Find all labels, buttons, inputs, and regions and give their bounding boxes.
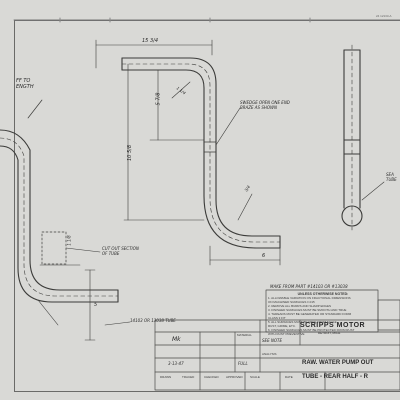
notes-block: UNLESS OTHERWISE NOTED: 1. ALLOWABLE VAR… [268, 292, 378, 336]
note-line: 1. ALLOWABLE VARIATION ON FRACTIONAL DIM… [268, 296, 351, 300]
note-line: 6. FINISHED SURFACES MUST BE PROTECTED F… [268, 328, 355, 332]
note-line: 2. REMOVE ALL BURRS AND SHARP EDGES [268, 304, 332, 308]
drawn-by: Mk [172, 336, 181, 343]
swedge-label: SWEDGE OPEN ONE END BRAZE AS SHOWN [240, 100, 290, 110]
swedge-line2: BRAZE AS SHOWN [240, 105, 277, 110]
part-title-line2: TUBE - REAR HALF - R [302, 374, 368, 380]
make-from-label: MAKE FROM PART #14103 OR #13038 [270, 284, 348, 289]
note-line: 5. ALL SURFACES MUST BE FREE FROM SCALE, [268, 320, 338, 324]
note-line: ON MACHINED SURFACES ±.015 [268, 300, 315, 304]
dim-bottom-width: 6 [262, 253, 266, 259]
notes-title: UNLESS OTHERWISE NOTED: [297, 292, 349, 296]
cut-out-line1: CUT OUT SECTION [102, 246, 139, 251]
part-title-line1: RAW. WATER PUMP OUT [302, 360, 374, 366]
cut-to-length-line2: ENGTH [16, 84, 34, 90]
dim-left-radius: 1 1/8 [66, 235, 72, 246]
note-line: 4. THREADS MUST BE GENERATED OR STANDARD… [268, 312, 352, 316]
left-tube-view [0, 99, 131, 341]
cut-to-length-label: FF TO ENGTH [16, 78, 34, 90]
note-line: CLASS 3 FIT [268, 316, 286, 320]
note-line: WITH RUST PREVENTIVE [268, 332, 305, 336]
company-sub: DETROIT, MICH. [318, 331, 341, 335]
tube-spec-label: 14103 OR 13038 TUBE [130, 318, 176, 323]
cut-out-label: CUT OUT SECTION OF TUBE [102, 246, 139, 256]
dim-top-width: 15 3/4 [142, 38, 158, 44]
drawing-date: 3-13-47 [168, 361, 184, 366]
cut-to-length-line1: FF TO [16, 78, 31, 84]
col-checked: CHECKED [204, 375, 219, 379]
company-name: SCRIPPS MOTOR [300, 322, 366, 329]
title-block-lines [154, 289, 400, 391]
col-date: DATE [285, 375, 293, 379]
note-line: 3. FINISHED SURFACES MUST BE SMOOTH AND … [268, 308, 347, 312]
col-approved: APPROVED [226, 375, 243, 379]
drawing-scale: FULL [238, 361, 248, 366]
col-traced: TRACED [182, 375, 195, 379]
center-tube-view [95, 39, 281, 266]
seam-line1: SEA [386, 172, 394, 177]
cut-out-line2: OF TUBE [102, 251, 120, 256]
right-tube-view [341, 44, 385, 231]
swedge-line1: SWEDGE OPEN ONE END [240, 100, 290, 105]
sheet-ref: 24 12133-A [376, 14, 392, 18]
material-label: MATERIAL [237, 333, 252, 337]
col-scale: SCALE [250, 375, 260, 379]
dim-left-height: 5 [94, 302, 98, 308]
seam-line2: TUBE [386, 177, 397, 182]
note-line: RUST, GRIME, ETC. [268, 324, 296, 328]
col-drawn: DRAWN [160, 375, 172, 379]
dim-upper-height: 5 7/8 [155, 92, 162, 106]
material-value: SEE NOTE [262, 338, 282, 343]
dim-overall-height: 10 5/8 [127, 145, 133, 161]
analysis-label: ANALYSIS [262, 352, 277, 356]
seam-label: SEA TUBE [386, 172, 397, 182]
